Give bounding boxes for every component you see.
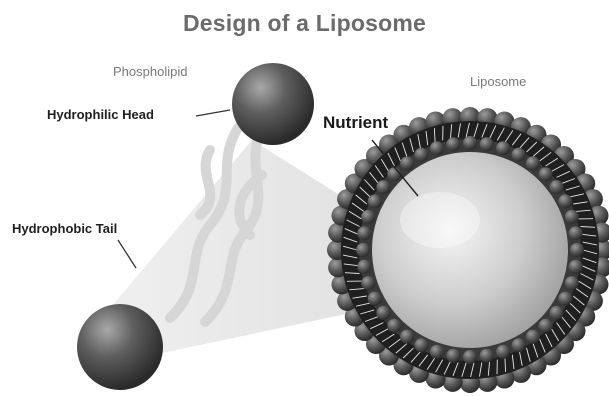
lipid-head-sphere	[446, 349, 460, 363]
lipid-head-sphere	[387, 167, 401, 181]
page-title: Design of a Liposome	[0, 10, 609, 37]
lipid-head-sphere	[558, 292, 572, 306]
nutrient-label: Nutrient	[323, 113, 388, 133]
lipid-head-sphere	[480, 137, 494, 151]
lipid-head-sphere	[526, 156, 540, 170]
lipid-head-sphere	[368, 292, 382, 306]
lipid-head-sphere	[539, 167, 553, 181]
lipid-head-sphere	[414, 148, 428, 162]
lipid-head-sphere	[356, 243, 370, 257]
lipid-head-sphere	[463, 136, 477, 150]
hydrophobic-tail-label: Hydrophobic Tail	[12, 221, 117, 236]
hydrophilic-head-pointer	[196, 110, 230, 116]
lipid-head-sphere	[430, 141, 444, 155]
lipid-head-sphere	[446, 137, 460, 151]
lipid-head-sphere	[570, 243, 584, 257]
phospholipid-label: Phospholipid	[113, 64, 187, 79]
hydrophilic-head-bottom	[77, 304, 163, 390]
lipid-head-sphere	[357, 260, 371, 274]
lipid-head-sphere	[550, 306, 564, 320]
hydrophilic-head-top	[232, 63, 314, 145]
lipid-head-sphere	[414, 338, 428, 352]
hydrophilic-head-label: Hydrophilic Head	[47, 107, 154, 122]
lipid-head-sphere	[463, 350, 477, 364]
lipid-head-sphere	[387, 319, 401, 333]
nutrient-core	[372, 152, 568, 348]
lipid-head-sphere	[361, 276, 375, 290]
lipid-head-sphere	[565, 210, 579, 224]
lipid-head-sphere	[550, 180, 564, 194]
lipid-head-sphere	[526, 330, 540, 344]
liposome-label: Liposome	[470, 74, 526, 89]
lipid-head-sphere	[512, 338, 526, 352]
lipid-head-sphere	[539, 319, 553, 333]
lipid-head-sphere	[512, 148, 526, 162]
lipid-head-sphere	[357, 226, 371, 240]
lipid-head-sphere	[376, 180, 390, 194]
lipid-head-sphere	[430, 345, 444, 359]
liposome	[327, 107, 609, 393]
lipid-head-sphere	[376, 306, 390, 320]
lipid-head-sphere	[565, 276, 579, 290]
lipid-head-sphere	[496, 141, 510, 155]
lipid-head-sphere	[569, 260, 583, 274]
lipid-head-sphere	[558, 194, 572, 208]
lipid-head-sphere	[400, 156, 414, 170]
lipid-head-sphere	[480, 349, 494, 363]
lipid-head-sphere	[361, 210, 375, 224]
lipid-head-sphere	[400, 330, 414, 344]
lipid-head-sphere	[569, 226, 583, 240]
lipid-head-sphere	[496, 345, 510, 359]
lipid-head-sphere	[368, 194, 382, 208]
hydrophobic-tail-pointer	[118, 240, 136, 268]
